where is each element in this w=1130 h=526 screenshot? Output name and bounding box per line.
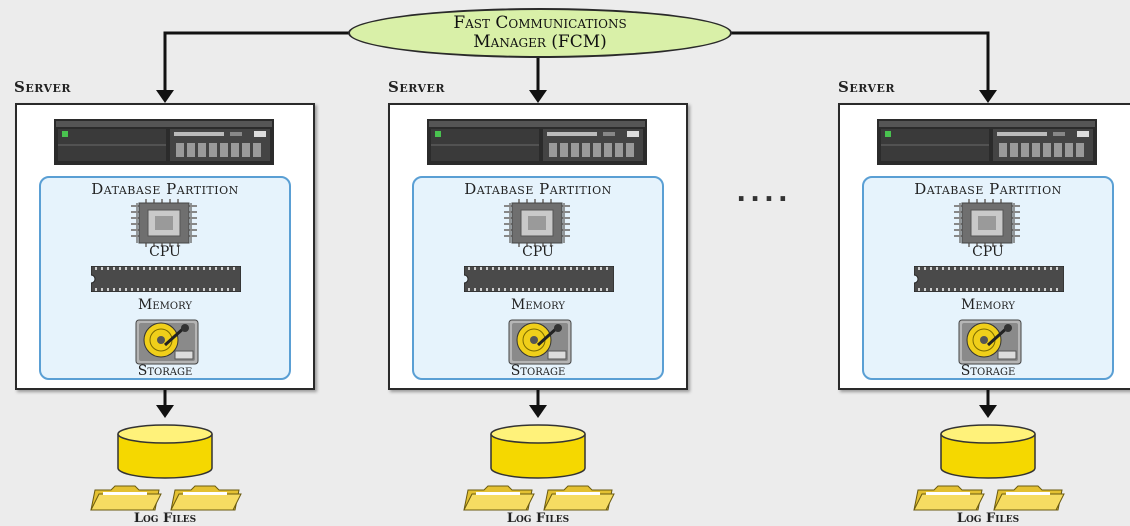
hard-disk-icon [135,319,199,365]
log-files-label: Log Files [506,511,570,526]
fcm-node: Fast Communications Manager (FCM) [348,8,732,58]
log-folders-icon [913,485,1065,511]
database-partition: Database Partition [412,176,664,380]
folder-icon [913,485,985,511]
database-partition: Database Partition [862,176,1114,380]
storage-label: Storage [960,363,1016,379]
log-files-label: Log Files [133,511,197,526]
partition-title: Database Partition [914,180,1062,198]
log-files-label: Log Files [956,511,1020,526]
hard-disk-icon [508,319,572,365]
database-cylinder-icon [117,424,213,479]
memory-label: Memory [511,297,565,313]
arrowhead-server-1 [156,90,174,103]
storage-label: Storage [137,363,193,379]
server-box-2: Database Partition [388,103,688,390]
fcm-title-line-2: Manager (FCM) [473,32,607,52]
cpu-chip-icon [504,199,570,247]
memory-module-icon [91,266,241,292]
folder-icon [90,485,162,511]
server-rack-icon [877,119,1097,165]
database-cylinder-icon [490,424,586,479]
fcm-to-server-1-line [163,31,352,92]
server-box-3: Database Partition [838,103,1130,390]
folder-icon [543,485,615,511]
memory-label: Memory [961,297,1015,313]
server-rack-icon [54,119,274,165]
arrowhead-db-1 [156,405,174,418]
folder-icon [993,485,1065,511]
cpu-chip-icon [954,199,1020,247]
server-label-1: Server [14,78,72,96]
cpu-label: CPU [522,244,554,260]
fcm-to-server-3-line [728,31,990,92]
partition-title: Database Partition [464,180,612,198]
database-cylinder-icon [940,424,1036,479]
cpu-chip-icon [131,199,197,247]
arrowhead-server-2 [529,90,547,103]
database-partition: Database Partition [39,176,291,380]
hard-disk-icon [958,319,1022,365]
fcm-title-line-1: Fast Communications [453,13,627,33]
server-label-3: Server [838,78,896,96]
memory-module-icon [914,266,1064,292]
storage-label: Storage [510,363,566,379]
server-rack-icon [427,119,647,165]
log-folders-icon [463,485,615,511]
folder-icon [463,485,535,511]
folder-icon [170,485,242,511]
cpu-label: CPU [972,244,1004,260]
memory-label: Memory [138,297,192,313]
server-box-1: Database Partition [15,103,315,390]
memory-module-icon [464,266,614,292]
cpu-label: CPU [149,244,181,260]
arrowhead-db-2 [529,405,547,418]
ellipsis-more-servers: .... [736,178,792,208]
partition-title: Database Partition [91,180,239,198]
server-label-2: Server [388,78,446,96]
arrowhead-db-3 [979,405,997,418]
log-folders-icon [90,485,242,511]
arrowhead-server-3 [979,90,997,103]
